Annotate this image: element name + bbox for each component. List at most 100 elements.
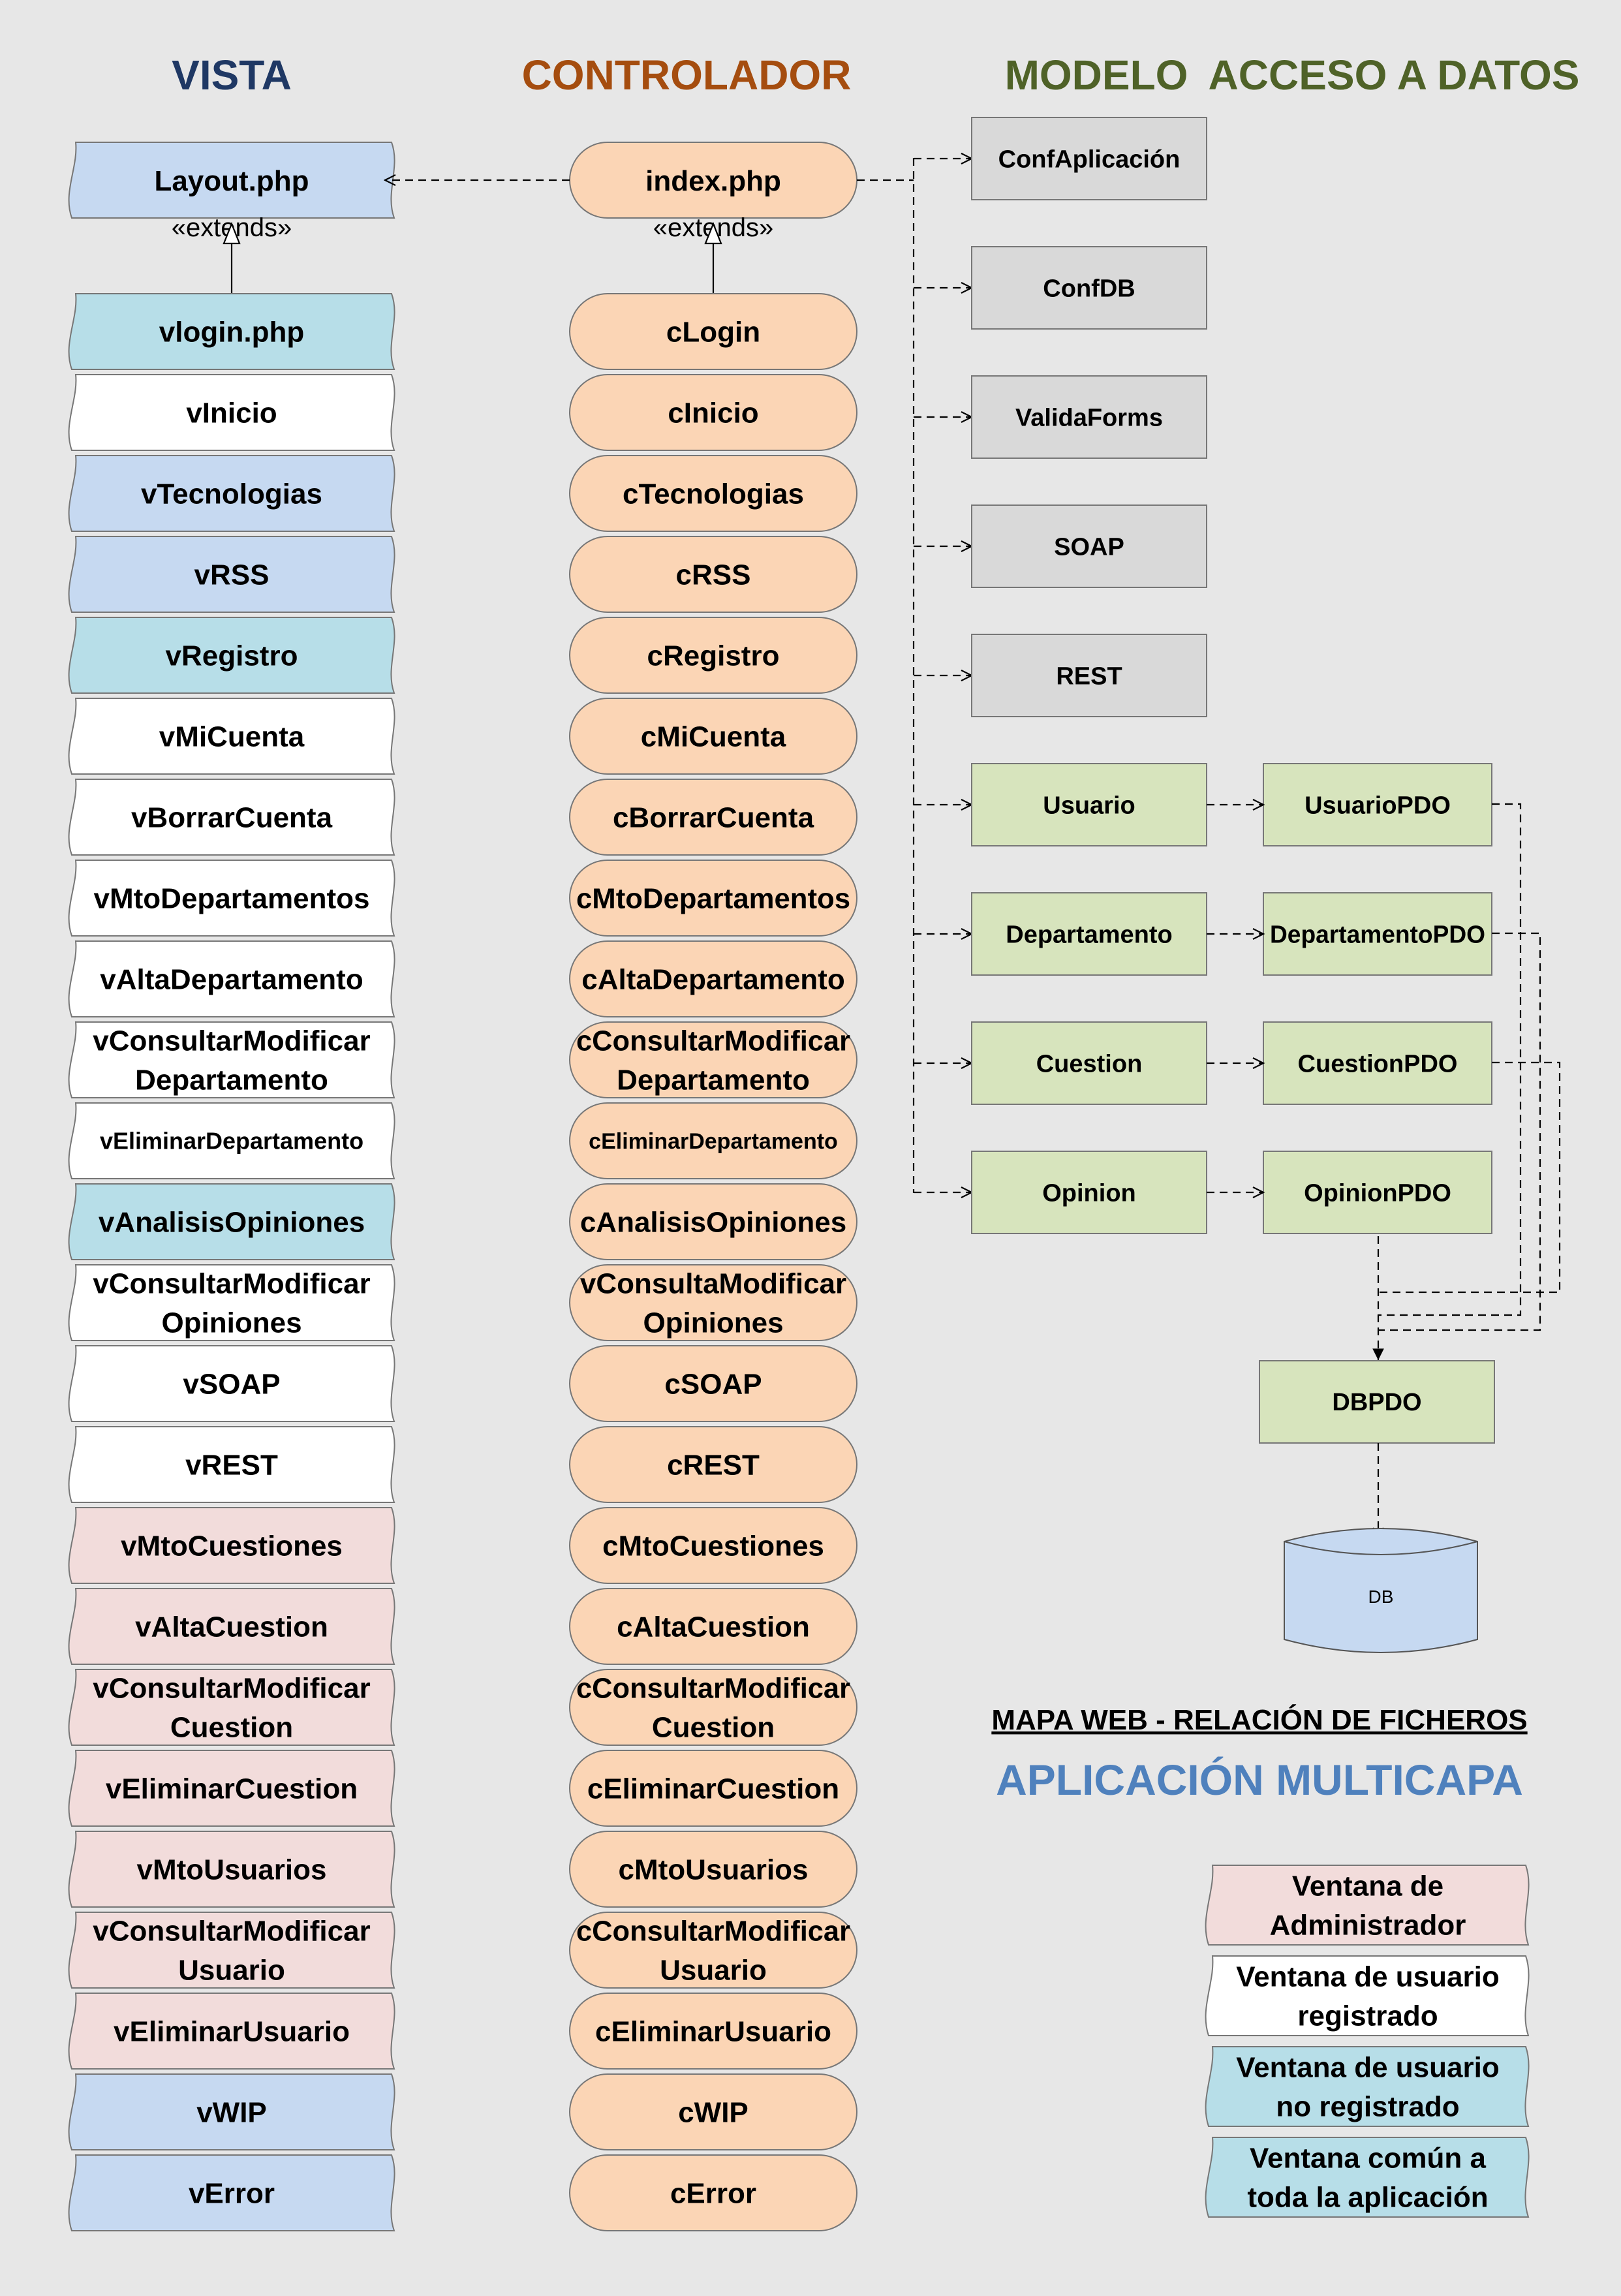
view-shape (68, 1912, 395, 1989)
controller-label-line-2: Cuestion (652, 1711, 775, 1743)
controller-label: cEliminarDepartamento (589, 1129, 838, 1154)
controller-label: cRegistro (647, 640, 780, 672)
view-label: vAltaDepartamento (100, 963, 363, 995)
controller-shape (569, 1588, 857, 1665)
controller-shape (569, 1345, 857, 1422)
pdo-box (1263, 1151, 1492, 1234)
view-shape (68, 455, 395, 532)
controller-label: cRSS (676, 559, 751, 591)
controller-ctecnologias: cTecnologias (569, 455, 857, 532)
pdo-label: OpinionPDO (1304, 1179, 1451, 1207)
legend-label-line-1: Ventana de usuario (1236, 1961, 1499, 1993)
view-shape (68, 1750, 395, 1827)
legend-label-line-2: no registrado (1276, 2090, 1459, 2122)
dbpdo-shape (1259, 1360, 1495, 1444)
controller-label: cEliminarUsuario (595, 2015, 831, 2047)
model-box (971, 117, 1207, 200)
controller-cinicio: cInicio (569, 374, 857, 451)
pdo-column: UsuarioPDODepartamentoPDOCuestionPDOOpin… (1207, 763, 1492, 1234)
controller-shape (569, 1426, 857, 1503)
controller-shape (569, 1021, 857, 1098)
model-confaplicaci-n: ConfAplicación (971, 117, 1207, 200)
pdo-opinionpdo: OpinionPDO (1263, 1151, 1492, 1234)
view-label: vRSS (194, 559, 270, 591)
model-label: ValidaForms (1015, 404, 1163, 431)
view-shape (68, 1831, 395, 1908)
view-shape (68, 1183, 395, 1260)
view-shape (68, 536, 395, 613)
controller-shape (569, 2073, 857, 2150)
view-valtacuestion: vAltaCuestion (68, 1588, 395, 1665)
controller-caltadepartamento: cAltaDepartamento (569, 940, 857, 1017)
pdo-box (1263, 763, 1492, 846)
controller-shape (569, 455, 857, 532)
view-vmtodepartamentos: vMtoDepartamentos (68, 860, 395, 937)
view-vtecnologias: vTecnologias (68, 455, 395, 532)
view-shape (68, 293, 395, 370)
model-usuario: Usuario (971, 763, 1207, 846)
model-label: ConfDB (1043, 275, 1135, 302)
view-vanalisisopiniones: vAnalisisOpiniones (68, 1183, 395, 1260)
controller-label-line-1: cConsultarModificar (576, 1025, 850, 1057)
controller-shape (569, 293, 857, 370)
controllers-column: cLogincIniciocTecnologiascRSScRegistrocM… (569, 293, 857, 2231)
view-label: vBorrarCuenta (131, 801, 333, 833)
controller-celiminarusuario: cEliminarUsuario (569, 1993, 857, 2070)
view-label: vEliminarUsuario (114, 2015, 350, 2047)
view-shape (68, 1345, 395, 1422)
view-label: vlogin.php (159, 316, 304, 348)
pdo-label: CuestionPDO (1298, 1050, 1458, 1078)
view-valtadepartamento: vAltaDepartamento (68, 940, 395, 1017)
layout-label: Layout.php (154, 165, 309, 197)
legend-swatch (1205, 1865, 1530, 1946)
index-node: index.php (569, 142, 857, 219)
model-box (971, 892, 1207, 976)
model-rest: REST (971, 634, 1207, 717)
model-box (971, 763, 1207, 846)
controller-label: cInicio (668, 397, 758, 429)
controller-shape (569, 2154, 857, 2231)
view-label-line-2: Cuestion (170, 1711, 293, 1743)
controller-label: cBorrarCuenta (613, 801, 814, 833)
view-shape (68, 940, 395, 1017)
view-vmtocuestiones: vMtoCuestiones (68, 1507, 395, 1584)
pdo-box (1263, 1021, 1492, 1105)
legend-swatch (1205, 2137, 1530, 2218)
header-acceso-datos: ACCESO A DATOS (1209, 52, 1580, 99)
view-label: vAltaCuestion (135, 1611, 328, 1643)
controller-label-line-2: Usuario (660, 1954, 767, 1986)
controller-shape (569, 779, 857, 856)
legend-label-line-2: Administrador (1270, 1909, 1466, 1941)
view-vwip: vWIP (68, 2073, 395, 2150)
view-label-line-1: vConsultarModificar (93, 1915, 370, 1947)
view-label: vEliminarCuestion (106, 1773, 358, 1805)
controller-cmtousuarios: cMtoUsuarios (569, 1831, 857, 1908)
controller-cborrarcuenta: cBorrarCuenta (569, 779, 857, 856)
view-veliminardepartamento: vEliminarDepartamento (68, 1102, 395, 1179)
controller-label-line-1: vConsultaModificar (580, 1267, 846, 1299)
controller-label: cMiCuenta (641, 721, 786, 752)
view-label: vTecnologias (141, 478, 322, 510)
controller-label: cMtoCuestiones (602, 1530, 824, 1562)
controller-label-line-1: cConsultarModificar (576, 1915, 850, 1947)
view-label: vMtoUsuarios (137, 1854, 327, 1885)
controller-shape (569, 940, 857, 1017)
controller-canalisisopiniones: cAnalisisOpiniones (569, 1183, 857, 1260)
model-box (971, 246, 1207, 330)
legend-label-line-2: registrado (1297, 2000, 1438, 2032)
controller-shape (569, 1183, 857, 1260)
extends-arrow-vista (223, 222, 241, 294)
controller-label: cAltaCuestion (617, 1611, 810, 1643)
controller-cmtocuestiones: cMtoCuestiones (569, 1507, 857, 1584)
view-label-line-1: vConsultarModificar (93, 1672, 370, 1704)
controller-cmtodepartamentos: cMtoDepartamentos (569, 860, 857, 937)
view-shape (68, 779, 395, 856)
view-label-line-1: vConsultarModificar (93, 1025, 370, 1057)
